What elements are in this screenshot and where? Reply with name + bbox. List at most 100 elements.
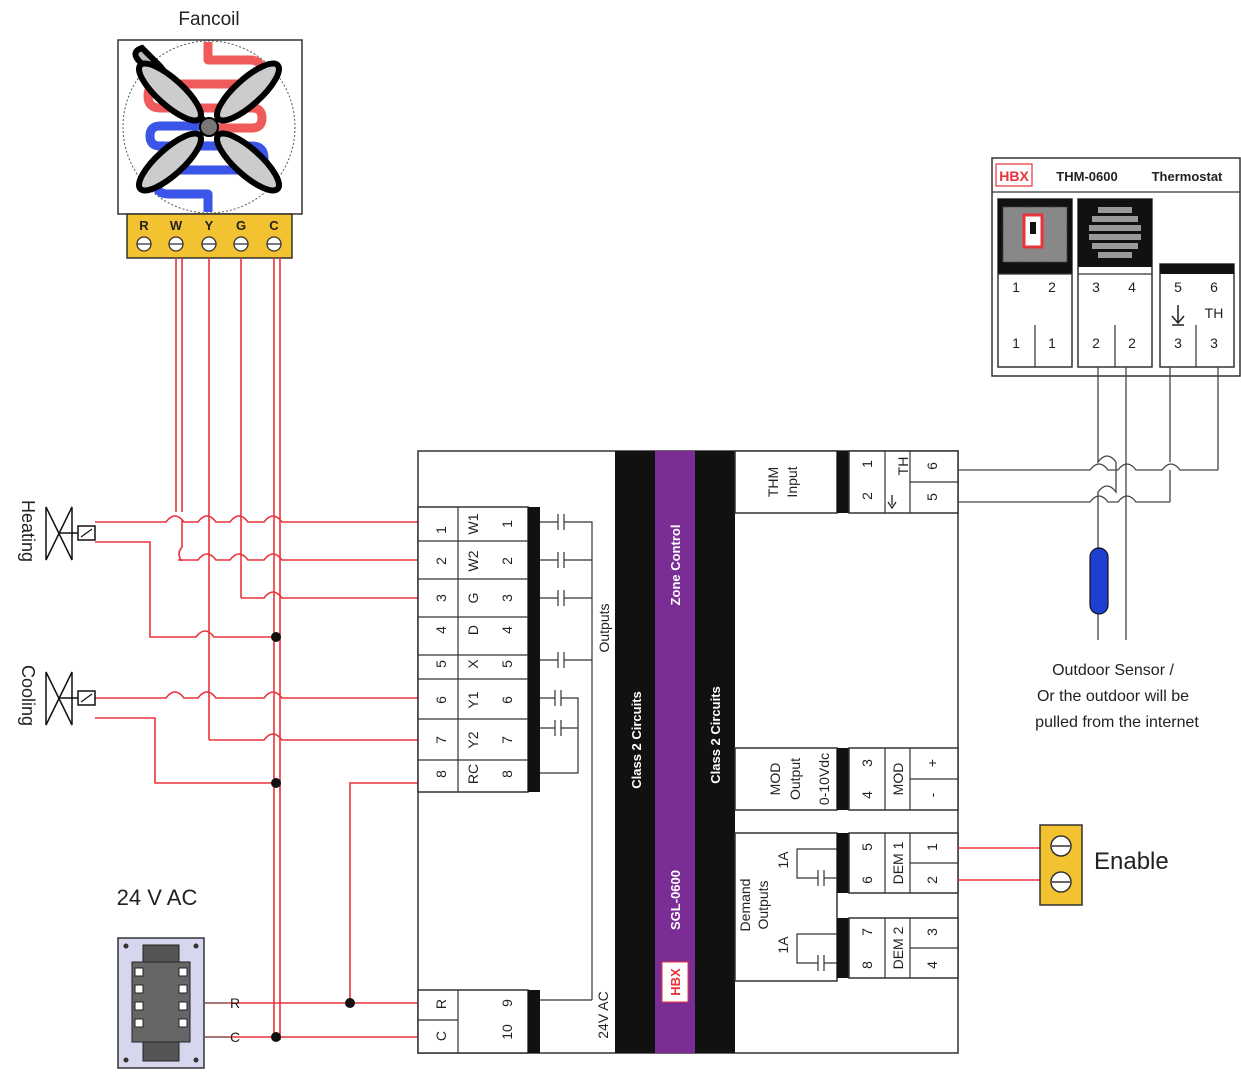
output-number: 4 bbox=[499, 626, 515, 634]
hbx-logo: HBX bbox=[661, 961, 689, 1003]
enable-terminal: Enable bbox=[958, 824, 1169, 906]
zone-control-label: Zone Control bbox=[668, 525, 683, 606]
heating-valve: Heating bbox=[18, 500, 96, 562]
dem1-label: DEM 1 bbox=[890, 841, 906, 884]
mod-minus: - bbox=[924, 792, 940, 797]
thm-th-label: TH bbox=[895, 457, 911, 476]
model-label: SGL-0600 bbox=[668, 870, 683, 930]
thermostat-terminal: 2 bbox=[1092, 335, 1100, 351]
terminal-number: 3 bbox=[433, 594, 449, 602]
fancoil-terminal-label: W bbox=[170, 218, 183, 233]
power-label: 24V AC bbox=[595, 991, 611, 1038]
output-number: 6 bbox=[499, 696, 515, 704]
transformer-title: 24 V AC bbox=[117, 885, 198, 910]
terminal-number: 8 bbox=[433, 770, 449, 778]
demand-terminal-6: 6 bbox=[859, 876, 875, 884]
fancoil-terminal-label: C bbox=[269, 218, 279, 233]
terminal-signal: Y2 bbox=[465, 731, 481, 748]
cooling-valve: Cooling bbox=[18, 665, 96, 726]
mod-label3: 0-10Vdc bbox=[816, 753, 832, 805]
terminal-signal: X bbox=[465, 659, 481, 669]
thm-terminal-2: 2 bbox=[859, 492, 875, 500]
terminal-signal: D bbox=[465, 625, 481, 635]
demand-terminal-7: 7 bbox=[859, 928, 875, 936]
ground-arrow-icon bbox=[1171, 305, 1185, 326]
terminal-number: 5 bbox=[433, 660, 449, 668]
outdoor-sensor-icon bbox=[1089, 547, 1109, 615]
thermostat-wiring bbox=[958, 367, 1219, 640]
brand-label: HBX bbox=[668, 968, 683, 996]
fancoil-terminal-label: R bbox=[139, 218, 149, 233]
thermostat-terminal: 3 bbox=[1092, 279, 1100, 295]
transformer: 24 V AC R C bbox=[117, 885, 240, 1069]
power-terminal-c: C bbox=[433, 1031, 449, 1041]
power-terminal-r: R bbox=[433, 999, 449, 1009]
power-terminal-10: 10 bbox=[499, 1024, 515, 1040]
sensor-grille-icon bbox=[1089, 207, 1141, 258]
class2-band-right bbox=[695, 451, 735, 1053]
terminal-number: 4 bbox=[433, 626, 449, 634]
terminal-signal: W1 bbox=[465, 513, 481, 534]
fancoil-title: Fancoil bbox=[178, 9, 239, 30]
thermostat-terminal: 5 bbox=[1174, 279, 1182, 295]
power-terminal-9: 9 bbox=[499, 999, 515, 1007]
demand-terminal-8: 8 bbox=[859, 961, 875, 969]
thermostat-th-label: TH bbox=[1205, 305, 1224, 321]
mod-terminal-3: 3 bbox=[859, 759, 875, 767]
dem1-terminal-1: 1 bbox=[924, 843, 940, 851]
heating-label: Heating bbox=[18, 500, 38, 562]
outputs-label: Outputs bbox=[596, 603, 612, 652]
thermostat-type: Thermostat bbox=[1152, 169, 1223, 184]
outdoor-sensor-line3: pulled from the internet bbox=[1035, 714, 1199, 731]
thermostat-terminal: 1 bbox=[1012, 335, 1020, 351]
thermostat-terminal: 1 bbox=[1012, 279, 1020, 295]
thermostat-terminal: 2 bbox=[1048, 279, 1056, 295]
dem1-terminal-2: 2 bbox=[924, 876, 940, 884]
output-number: 7 bbox=[499, 736, 515, 744]
output-relay-icons bbox=[540, 514, 593, 1001]
terminal-signal: W2 bbox=[465, 550, 481, 571]
class2-right-label: Class 2 Circuits bbox=[708, 686, 723, 784]
thm-input-label1: THM bbox=[765, 467, 781, 497]
thm-input-label2: Input bbox=[784, 466, 800, 497]
cooling-label: Cooling bbox=[18, 665, 38, 726]
terminal-number: 1 bbox=[433, 526, 449, 534]
terminal-signal: G bbox=[465, 593, 481, 604]
ground-arrow-icon bbox=[887, 495, 897, 510]
enable-label: Enable bbox=[1094, 848, 1169, 875]
dem2-label: DEM 2 bbox=[890, 926, 906, 969]
outdoor-sensor-line2: Or the outdoor will be bbox=[1037, 688, 1189, 705]
demand-amp2: 1A bbox=[775, 936, 791, 954]
output-number: 8 bbox=[499, 770, 515, 778]
transformer-c-label: C bbox=[230, 1029, 240, 1045]
thm-terminal-5: 5 bbox=[924, 493, 940, 501]
mod-label2: Output bbox=[787, 758, 803, 800]
terminal-signal: Y1 bbox=[465, 691, 481, 708]
thermostat-terminal: 3 bbox=[1174, 335, 1182, 351]
zone-controller bbox=[417, 450, 959, 1054]
terminal-number: 7 bbox=[433, 736, 449, 744]
fan-icon bbox=[132, 44, 282, 194]
output-number: 1 bbox=[499, 520, 515, 528]
output-number: 2 bbox=[499, 557, 515, 565]
thermostat-terminal: 3 bbox=[1210, 335, 1218, 351]
mod-plus: + bbox=[924, 759, 940, 767]
fancoil-terminal-label: Y bbox=[205, 218, 214, 233]
terminal-number: 6 bbox=[433, 696, 449, 704]
demand-terminal-5: 5 bbox=[859, 843, 875, 851]
terminal-signal: RC bbox=[465, 764, 481, 784]
outdoor-sensor-line1: Outdoor Sensor / bbox=[1052, 662, 1174, 679]
demand-label2: Outputs bbox=[755, 880, 771, 929]
thermostat-brand-logo bbox=[995, 163, 1033, 187]
thermostat-terminal: 1 bbox=[1048, 335, 1056, 351]
demand-label1: Demand bbox=[737, 879, 753, 932]
transformer-r-label: R bbox=[230, 995, 240, 1011]
fancoil-terminal-label: G bbox=[236, 218, 246, 233]
thm-terminal-1: 1 bbox=[859, 460, 875, 468]
thermostat-brand: HBX bbox=[999, 168, 1029, 184]
thermostat-terminal: 4 bbox=[1128, 279, 1136, 295]
mod-label1: MOD bbox=[767, 763, 783, 796]
wiring bbox=[95, 258, 418, 1042]
terminal-number: 2 bbox=[433, 557, 449, 565]
